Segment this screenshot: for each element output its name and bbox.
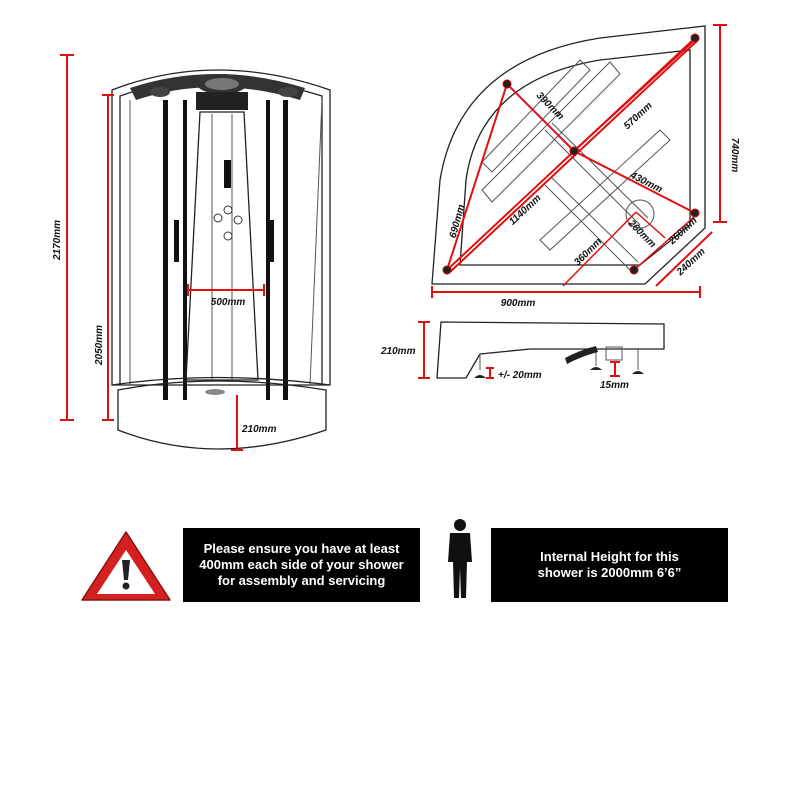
assembly-space-notice: Please ensure you have at least 400mm ea…	[183, 528, 420, 602]
door-width-label: 500mm	[211, 297, 246, 308]
clearance-label: 15mm	[600, 380, 629, 391]
plan-dimensions: 1140mm 690mm 390mm 570mm 430mm 260mm 260…	[431, 24, 740, 309]
assembly-notice-text: Please ensure you have at least 400mm ea…	[199, 541, 404, 588]
enclosure-height-label: 2050mm	[94, 325, 105, 366]
tray-height-label: 210mm	[241, 424, 277, 435]
waste-c-label: 360mm	[572, 236, 604, 268]
internal-height-notice: Internal Height for this shower is 2000m…	[491, 528, 728, 602]
internal-height-text: Internal Height for this shower is 2000m…	[537, 549, 682, 580]
overall-height-label: 2170mm	[52, 220, 63, 261]
front-dimensions: 2170mm 2050mm 500mm 210mm	[52, 54, 277, 451]
centre-corner-label: 430mm	[627, 170, 664, 196]
tray-plan-view	[431, 25, 706, 287]
side-left-label: 690mm	[448, 203, 468, 239]
side-tray-height-label: 210mm	[380, 346, 416, 357]
half-a-label: 390mm	[534, 90, 566, 122]
warning-icon	[81, 531, 171, 601]
shower-front-view	[111, 69, 331, 450]
width-label: 900mm	[501, 298, 536, 309]
waste-a-label: 260mm	[625, 217, 658, 250]
leg-adjust-label: +/- 20mm	[498, 370, 542, 381]
waste-b-label: 260mm	[666, 215, 700, 247]
half-b-label: 570mm	[622, 100, 655, 132]
depth-label: 740mm	[729, 138, 740, 173]
tray-side-view: 210mm +/- 20mm 15mm	[380, 321, 665, 391]
person-icon	[448, 519, 472, 598]
